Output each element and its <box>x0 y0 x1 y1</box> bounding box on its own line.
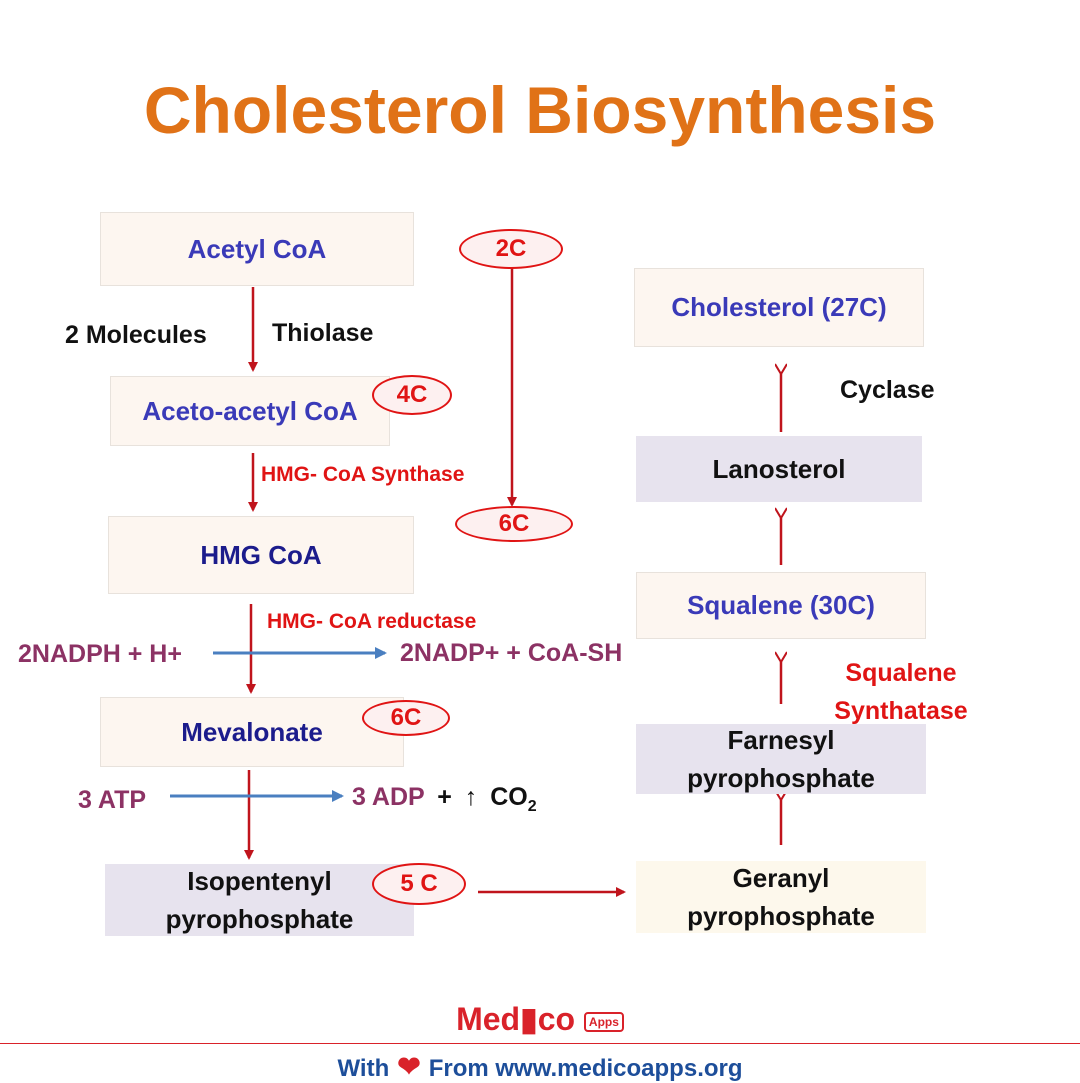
footer-from: From www.medicoapps.org <box>428 1055 743 1082</box>
label-cyclase: Cyclase <box>840 376 935 404</box>
cholesterol-label: Cholesterol (27C) <box>671 292 887 322</box>
carbon-oval-6c-mevalonate-label: 6C <box>390 704 422 731</box>
label-hmg-coa-synthase: HMG- CoA Synthase <box>261 463 465 486</box>
box-hmg-coa: HMG CoA <box>108 516 414 594</box>
label-thiolase: Thiolase <box>272 319 374 347</box>
capsule-icon: ▮ <box>520 1001 538 1037</box>
box-acetyl-coa: Acetyl CoA <box>100 212 414 286</box>
lanosterol-label: Lanosterol <box>712 454 846 484</box>
carbon-oval-2c: 2C <box>459 229 563 269</box>
footer-with: With <box>337 1055 390 1082</box>
farnesyl-label-line2: pyrophosphate <box>687 763 875 793</box>
box-acetoacetyl-coa: Aceto-acetyl CoA <box>110 376 390 446</box>
logo-apps-badge: Apps <box>583 1011 624 1032</box>
label-co2-subscript: 2 <box>527 798 537 815</box>
carbon-oval-5c-label: 5 C <box>400 870 438 897</box>
up-arrow-icon: ↑ <box>464 783 478 811</box>
squalene-label: Squalene (30C) <box>687 590 875 620</box>
farnesyl-label-line1: Farnesyl <box>727 725 835 755</box>
medicoapps-logo: Med▮co Apps <box>0 1000 1080 1038</box>
label-squalene-synthatase-line2: Synthatase <box>834 697 968 725</box>
label-atp: 3 ATP <box>78 786 147 814</box>
label-adp: 3 ADP <box>352 783 425 811</box>
hmg-coa-label: HMG CoA <box>200 539 322 570</box>
box-cholesterol: Cholesterol (27C) <box>634 268 924 347</box>
isopentenyl-label-line2: pyrophosphate <box>165 904 354 934</box>
box-squalene: Squalene (30C) <box>636 572 926 639</box>
logo-text-1: Med <box>456 1001 521 1037</box>
geranyl-label-line1: Geranyl <box>732 863 830 893</box>
label-adp-co2: 3 ADP + ↑ CO2 <box>352 783 537 816</box>
label-co2: CO <box>490 783 528 811</box>
carbon-oval-5c: 5 C <box>372 863 466 905</box>
carbon-oval-6c-mevalonate: 6C <box>362 700 450 736</box>
box-lanosterol: Lanosterol <box>636 436 922 502</box>
box-mevalonate: Mevalonate <box>100 697 404 767</box>
box-farnesyl-pyrophosphate: Farnesyl pyrophosphate <box>636 724 926 794</box>
label-nadph: 2NADPH + H+ <box>18 640 182 668</box>
acetoacetyl-coa-label: Aceto-acetyl CoA <box>142 395 358 426</box>
label-squalene-synthatase-line1: Squalene <box>845 659 957 687</box>
footer-divider <box>0 1043 1080 1044</box>
box-geranyl-pyrophosphate: Geranyl pyrophosphate <box>636 861 926 933</box>
footer-credit: With ❤ From www.medicoapps.org <box>0 1050 1080 1083</box>
isopentenyl-label-line1: Isopentenyl <box>187 866 332 896</box>
mevalonate-label: Mevalonate <box>181 716 323 747</box>
carbon-oval-2c-label: 2C <box>495 235 527 262</box>
label-2-molecules: 2 Molecules <box>65 321 207 349</box>
acetyl-coa-label: Acetyl CoA <box>187 233 327 264</box>
geranyl-label-line2: pyrophosphate <box>687 901 875 931</box>
logo-text-2: co <box>537 1001 576 1037</box>
heart-icon: ❤ <box>397 1051 421 1082</box>
carbon-oval-6c-hmg-label: 6C <box>498 510 530 537</box>
label-plus: + <box>437 783 452 811</box>
label-hmg-coa-reductase: HMG- CoA reductase <box>267 610 477 633</box>
carbon-oval-6c-hmg: 6C <box>455 506 573 542</box>
page-title: Cholesterol Biosynthesis <box>143 73 937 147</box>
box-isopentenyl-pyrophosphate: Isopentenyl pyrophosphate <box>105 864 414 936</box>
label-nadp: 2NADP+ + CoA-SH <box>400 639 623 667</box>
carbon-oval-4c: 4C <box>372 375 452 415</box>
label-squalene-synthatase: Squalene Synthatase <box>826 654 976 730</box>
carbon-oval-4c-label: 4C <box>396 381 428 408</box>
